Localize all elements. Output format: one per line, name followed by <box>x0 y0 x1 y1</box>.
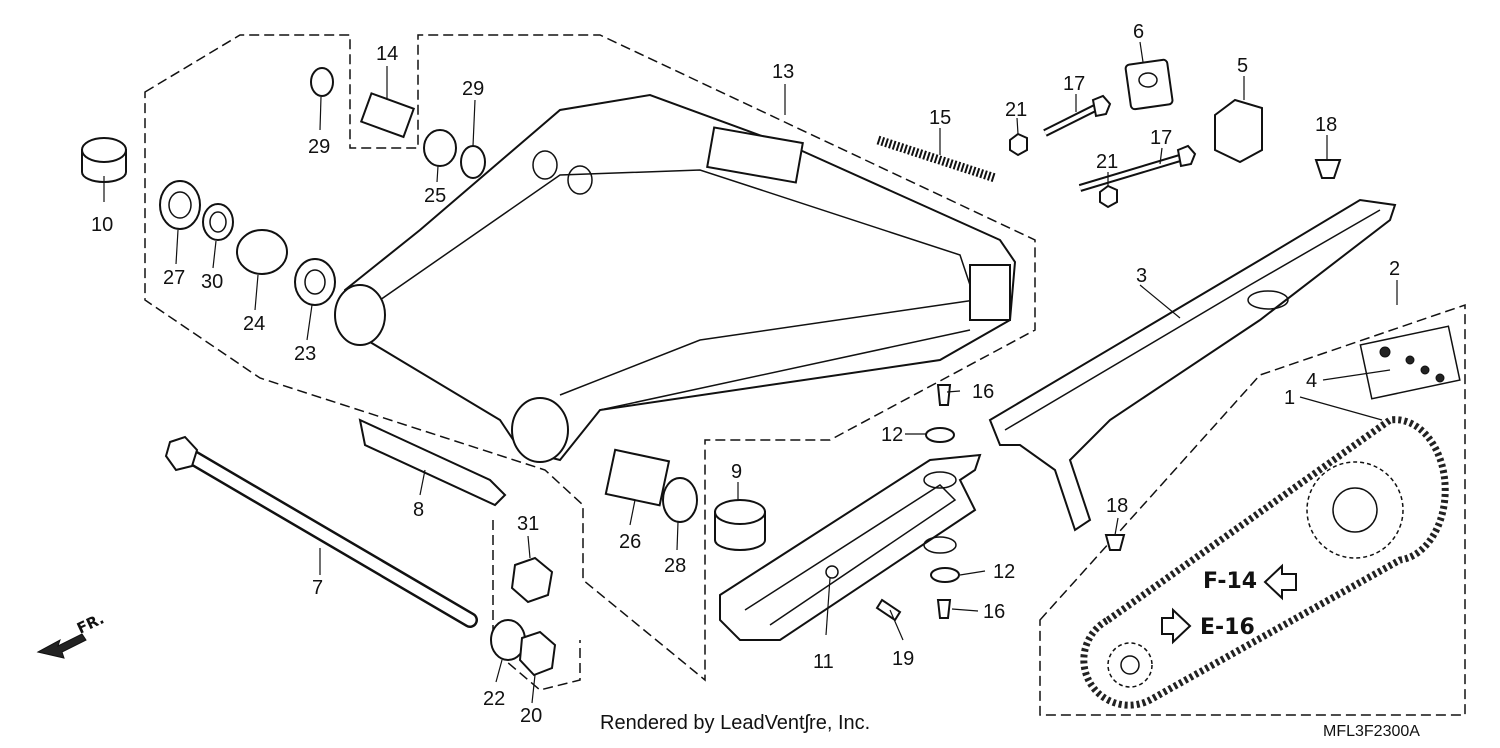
callout-13: 13 <box>772 61 794 83</box>
master-link-kit <box>1359 325 1461 400</box>
hardware <box>876 58 1461 619</box>
callout-4: 4 <box>1306 370 1317 392</box>
callout-3: 3 <box>1136 265 1147 287</box>
callout-30: 30 <box>201 271 223 293</box>
callout-14: 14 <box>376 43 398 65</box>
bearing-parts <box>81 67 486 306</box>
callout-28: 28 <box>664 555 686 577</box>
callout-16b: 16 <box>983 601 1005 623</box>
callout-10: 10 <box>91 214 113 236</box>
callout-12a: 12 <box>881 424 903 446</box>
leader-lines <box>103 41 1398 704</box>
callout-15: 15 <box>929 107 951 129</box>
drive-chain <box>1080 416 1449 709</box>
reference-arrows <box>1161 563 1297 645</box>
callout-16a: 16 <box>972 381 994 403</box>
callout-18b: 18 <box>1106 495 1128 517</box>
callout-19: 19 <box>892 648 914 670</box>
callout-26: 26 <box>619 531 641 553</box>
rendered-by-credit: Rendered by LeadVentʃre, Inc. <box>600 712 870 734</box>
callout-25: 25 <box>424 185 446 207</box>
callout-8: 8 <box>413 499 424 521</box>
callout-2: 2 <box>1389 258 1400 280</box>
callout-27: 27 <box>163 267 185 289</box>
swingarm-body <box>334 93 1017 463</box>
callout-7: 7 <box>312 577 323 599</box>
chain-case <box>988 198 1397 532</box>
callout-1: 1 <box>1284 387 1295 409</box>
callout-24: 24 <box>243 313 265 335</box>
front-direction-arrow <box>36 633 87 659</box>
callout-17a: 17 <box>1063 73 1085 95</box>
callout-12b: 12 <box>993 561 1015 583</box>
reference-e16: E-16 <box>1200 615 1255 640</box>
callout-21b: 21 <box>1096 151 1118 173</box>
callout-9: 9 <box>731 461 742 483</box>
callout-22: 22 <box>483 688 505 710</box>
callout-17b: 17 <box>1150 127 1172 149</box>
callout-29a: 29 <box>308 136 330 158</box>
diagram-code: MFL3F2300A <box>1323 723 1420 740</box>
callout-11: 11 <box>813 651 834 673</box>
callout-31: 31 <box>517 513 539 535</box>
callout-20: 20 <box>520 705 542 727</box>
group-outlines <box>144 34 1466 716</box>
callout-6: 6 <box>1133 21 1144 43</box>
callout-23: 23 <box>294 343 316 365</box>
callout-21a: 21 <box>1005 99 1027 121</box>
chain-slider <box>719 427 982 641</box>
front-direction-label: FR. <box>74 610 107 638</box>
callout-5: 5 <box>1237 55 1248 77</box>
callout-29b: 29 <box>462 78 484 100</box>
reference-f14: F-14 <box>1203 569 1257 594</box>
callout-labels: 1 2 3 4 5 6 7 8 9 10 11 12 12 13 14 15 1… <box>91 21 1400 727</box>
pivot-parts <box>164 418 766 677</box>
callout-18a: 18 <box>1315 114 1337 136</box>
